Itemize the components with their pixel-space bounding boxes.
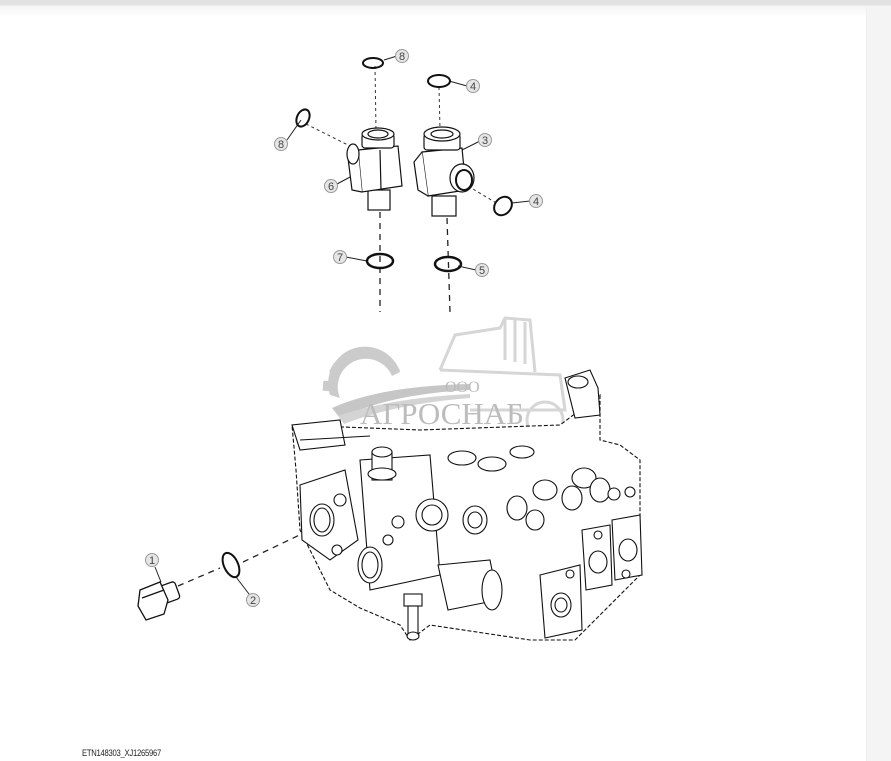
callout-8-side: 8 — [274, 137, 288, 151]
svg-text:7: 7 — [337, 252, 343, 264]
control-valve-body — [291, 369, 643, 641]
o-ring-2 — [221, 551, 241, 579]
svg-text:4: 4 — [470, 81, 476, 93]
leader-lines — [154, 55, 531, 595]
svg-text:3: 3 — [482, 135, 488, 147]
watermark-logo: ООО АГРОСНАБ — [322, 316, 567, 440]
o-ring-4-side — [493, 195, 513, 217]
o-ring-4-top — [427, 74, 451, 88]
o-ring-8-side — [295, 108, 311, 128]
callouts: 8 4 8 3 6 4 7 5 1 2 — [145, 49, 543, 607]
callout-7: 7 — [333, 250, 347, 264]
svg-text:4: 4 — [533, 196, 539, 208]
svg-text:6: 6 — [328, 181, 334, 193]
svg-text:5: 5 — [479, 265, 485, 277]
svg-text:1: 1 — [149, 555, 155, 567]
watermark-brand: АГРОСНАБ — [360, 396, 524, 431]
o-rings — [221, 57, 513, 579]
callout-4-side: 4 — [529, 194, 543, 208]
o-ring-8-top — [362, 57, 384, 69]
callout-2: 2 — [246, 593, 260, 607]
o-ring-7 — [365, 252, 395, 270]
elbow-fitting-3 — [413, 126, 475, 217]
figure-caption: ETN148303_XJ1265967 — [82, 748, 161, 758]
callout-4-top: 4 — [466, 79, 480, 93]
top-shade — [0, 6, 891, 16]
o-ring-5 — [433, 255, 463, 273]
callout-1: 1 — [145, 553, 159, 567]
svg-text:8: 8 — [399, 51, 405, 63]
callout-5: 5 — [475, 263, 489, 277]
callout-8-top: 8 — [395, 49, 409, 63]
plug-1 — [137, 581, 181, 621]
callout-6: 6 — [324, 179, 338, 193]
side-panel — [866, 6, 891, 761]
svg-text:8: 8 — [278, 139, 284, 151]
watermark-prefix: ООО — [445, 379, 480, 396]
top-bar — [0, 0, 891, 6]
svg-text:2: 2 — [250, 595, 256, 607]
callout-3: 3 — [478, 133, 492, 147]
elbow-fitting-6 — [346, 127, 403, 211]
